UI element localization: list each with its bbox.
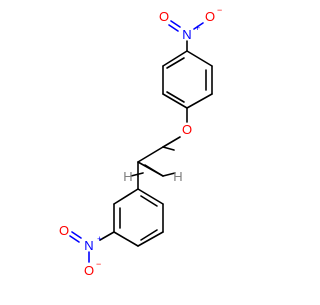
charge-label: + [195, 23, 200, 33]
propenyl-chain: H H [123, 146, 183, 190]
bond [162, 146, 175, 151]
double-bond-inner [166, 57, 185, 69]
top-nitro-group: N + O O − [159, 5, 222, 52]
bond [162, 93, 188, 109]
bond [113, 231, 139, 247]
double-bond-inner [166, 91, 185, 103]
bottom-nitro-group: N + O O − [59, 223, 115, 278]
oxygen-atom-label: O [159, 9, 169, 24]
hydrogen-atom-label: H [123, 169, 132, 184]
bond [186, 50, 213, 67]
bond [186, 93, 213, 109]
bottom-benzene-ring [113, 188, 164, 247]
molecule-diagram: N + O O − O H H [59, 5, 222, 278]
charge-label: − [217, 5, 222, 15]
oxygen-atom-label: O [84, 263, 94, 278]
bond [193, 22, 204, 30]
ether-linkage: O [162, 107, 192, 148]
hydrogen-atom-label: H [173, 169, 182, 184]
bond [170, 20, 181, 28]
bond [137, 188, 164, 205]
bond [137, 231, 164, 247]
bond [130, 172, 144, 177]
top-benzene-ring [162, 50, 213, 109]
double-bond-inner [140, 195, 158, 207]
nitrogen-atom-label: N [182, 27, 191, 42]
nitrogen-atom-label: N [84, 238, 93, 253]
double-bond-inner [140, 229, 158, 241]
bond [162, 50, 188, 67]
structure-svg: N + O O − O H H [59, 5, 222, 278]
bond [99, 231, 115, 241]
ether-oxygen-label: O [182, 122, 192, 137]
oxygen-atom-label: O [59, 223, 69, 238]
charge-label: + [97, 234, 102, 244]
bond [162, 172, 176, 177]
oxygen-atom-label: O [205, 9, 215, 24]
bond [137, 161, 164, 177]
bond [162, 136, 181, 148]
bond [69, 235, 80, 243]
bond [113, 188, 139, 205]
bond [168, 24, 179, 32]
charge-label: − [96, 259, 101, 269]
bond [71, 231, 82, 239]
bond [137, 146, 164, 163]
